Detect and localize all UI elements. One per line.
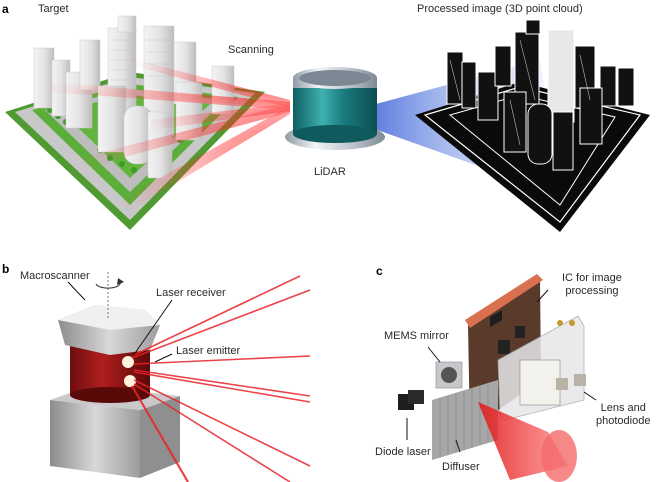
- macroscanner-beams: [131, 275, 311, 482]
- label-scanning: Scanning: [228, 44, 274, 56]
- scanning-laser-beams: [50, 58, 290, 212]
- label-macroscanner: Macroscanner: [20, 270, 90, 282]
- macroscanner-device: [50, 272, 180, 478]
- mems-lidar-assembly: [398, 274, 586, 482]
- label-processed-image: Processed image (3D point cloud): [417, 3, 583, 15]
- label-laser-receiver: Laser receiver: [156, 287, 226, 299]
- leader-lines-b: [67, 281, 173, 363]
- panel-label-a: a: [2, 2, 9, 16]
- label-diode-laser: Diode laser: [375, 446, 431, 458]
- label-diffuser: Diffuser: [442, 461, 480, 473]
- panel-label-c: c: [376, 264, 383, 278]
- label-ic-line2: processing: [565, 285, 619, 297]
- label-ic-image-processing: IC for image processing: [562, 272, 622, 298]
- rotation-arrow-icon: [95, 281, 121, 289]
- label-lens-photodiode: Lens and photodiode: [596, 402, 650, 428]
- point-cloud-model: [415, 19, 650, 232]
- leader-lines-c: [406, 289, 597, 453]
- label-lens-line2: photodiode: [596, 415, 651, 427]
- label-laser-emitter: Laser emitter: [176, 345, 241, 357]
- label-ic-line1: IC for image: [562, 272, 622, 284]
- label-mems-mirror: MEMS mirror: [384, 330, 449, 342]
- label-target: Target: [38, 3, 69, 15]
- panel-label-b: b: [2, 262, 10, 276]
- label-lens-line1: Lens and: [600, 402, 646, 414]
- label-lidar: LiDAR: [314, 166, 346, 178]
